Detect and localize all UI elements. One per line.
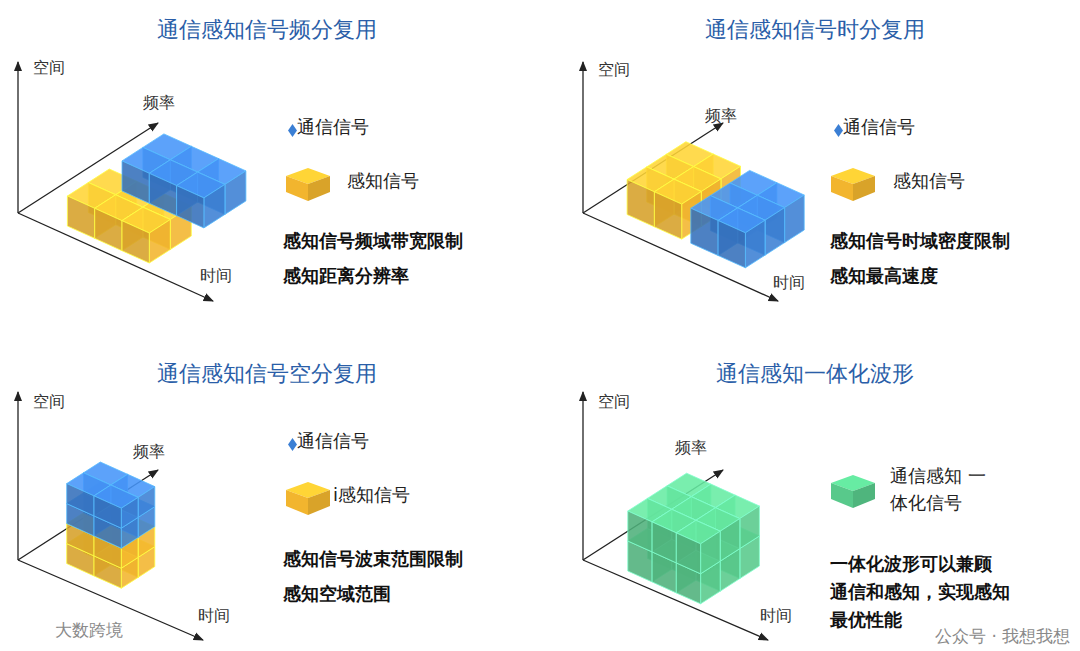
cube-face [740, 506, 760, 549]
note-text: 感知最高速度 [830, 265, 938, 288]
note-text: 感知信号波束范围限制 [283, 548, 463, 571]
legend-text: 通信信号 [843, 116, 915, 139]
panel-title: 通信感知信号空分复用 [157, 360, 377, 388]
legend-text: 感知信号 [893, 170, 965, 193]
signal-block [691, 170, 804, 267]
note-text: 感知空域范围 [283, 583, 391, 606]
axis-arrow [582, 62, 583, 213]
cube-face [204, 184, 225, 228]
axis-label: 时间 [200, 266, 232, 286]
signal-block [122, 134, 246, 228]
cube-face [628, 511, 652, 552]
legend-swatch [830, 473, 876, 509]
cube-face [652, 522, 676, 563]
cube-face [225, 171, 246, 215]
cube-face [121, 497, 138, 528]
cube-face [627, 180, 654, 227]
cube-face [691, 208, 718, 255]
axis-label: 频率 [143, 93, 175, 113]
panel-title: 通信感知一体化波形 [716, 360, 914, 388]
legend-swatch [288, 438, 297, 451]
axis-label: 频率 [133, 442, 165, 462]
cube-face [149, 173, 176, 215]
axis-label: 空间 [33, 392, 65, 412]
legend-swatch [285, 166, 331, 202]
cube-face [149, 220, 170, 264]
cube-face [720, 519, 740, 562]
cube-face [94, 496, 121, 528]
panel-title: 通信感知信号时分复用 [705, 16, 925, 44]
legend-text: 通信感知 一体化信号 [890, 462, 1002, 516]
axis-label: 空间 [598, 392, 630, 412]
signal-block [628, 473, 760, 604]
signal-block [67, 462, 155, 548]
cube-face [122, 221, 149, 263]
axis-label: 频率 [705, 106, 737, 126]
cube-face [676, 533, 700, 574]
axis-label: 空间 [598, 60, 630, 80]
note-text: 感知距离分辨率 [283, 265, 409, 288]
axis-label: 频率 [675, 438, 707, 458]
cube-face [765, 208, 785, 256]
note-text: 感知信号频域带宽限制 [283, 230, 463, 253]
note-text: 感知信号时域密度限制 [830, 230, 1010, 253]
cube-face [654, 192, 681, 239]
axis-label: 时间 [760, 606, 792, 626]
axis-label: 时间 [198, 606, 230, 626]
legend-swatch [834, 124, 843, 137]
watermark: 公众号 · 我想我想 [935, 626, 1070, 647]
cube-face [67, 484, 94, 516]
cube-face [95, 208, 122, 250]
cube-face [122, 161, 149, 203]
axis-arrow [582, 392, 583, 560]
note-text: 一体化波形可以兼顾 通信和感知，实现感知 最优性能 [830, 550, 1016, 634]
cube-face [701, 531, 721, 574]
watermark: 大数跨境 [55, 620, 123, 641]
axis-arrow [17, 62, 18, 213]
panel-axes [583, 392, 768, 640]
panel-axes [18, 62, 246, 301]
axis-label: 时间 [773, 273, 805, 293]
legend-swatch [830, 166, 876, 202]
legend-swatch [285, 480, 331, 516]
legend-text: 感知信号 [347, 170, 419, 193]
cube-face [785, 195, 805, 243]
legend-swatch [288, 124, 297, 137]
axis-label: 空间 [33, 58, 65, 78]
legend-text: i感知信号 [333, 484, 410, 507]
cube-face [745, 220, 765, 268]
cube-face [138, 487, 155, 518]
panel-axes [18, 392, 203, 640]
panel-axes [583, 62, 804, 301]
cube-face [67, 196, 94, 238]
legend-text: 通信信号 [297, 430, 369, 453]
legend-text: 通信信号 [297, 116, 369, 139]
cube-face [718, 221, 745, 268]
panel-title: 通信感知信号频分复用 [157, 16, 377, 44]
axis-arrow [17, 392, 18, 560]
cube-face [177, 186, 204, 228]
